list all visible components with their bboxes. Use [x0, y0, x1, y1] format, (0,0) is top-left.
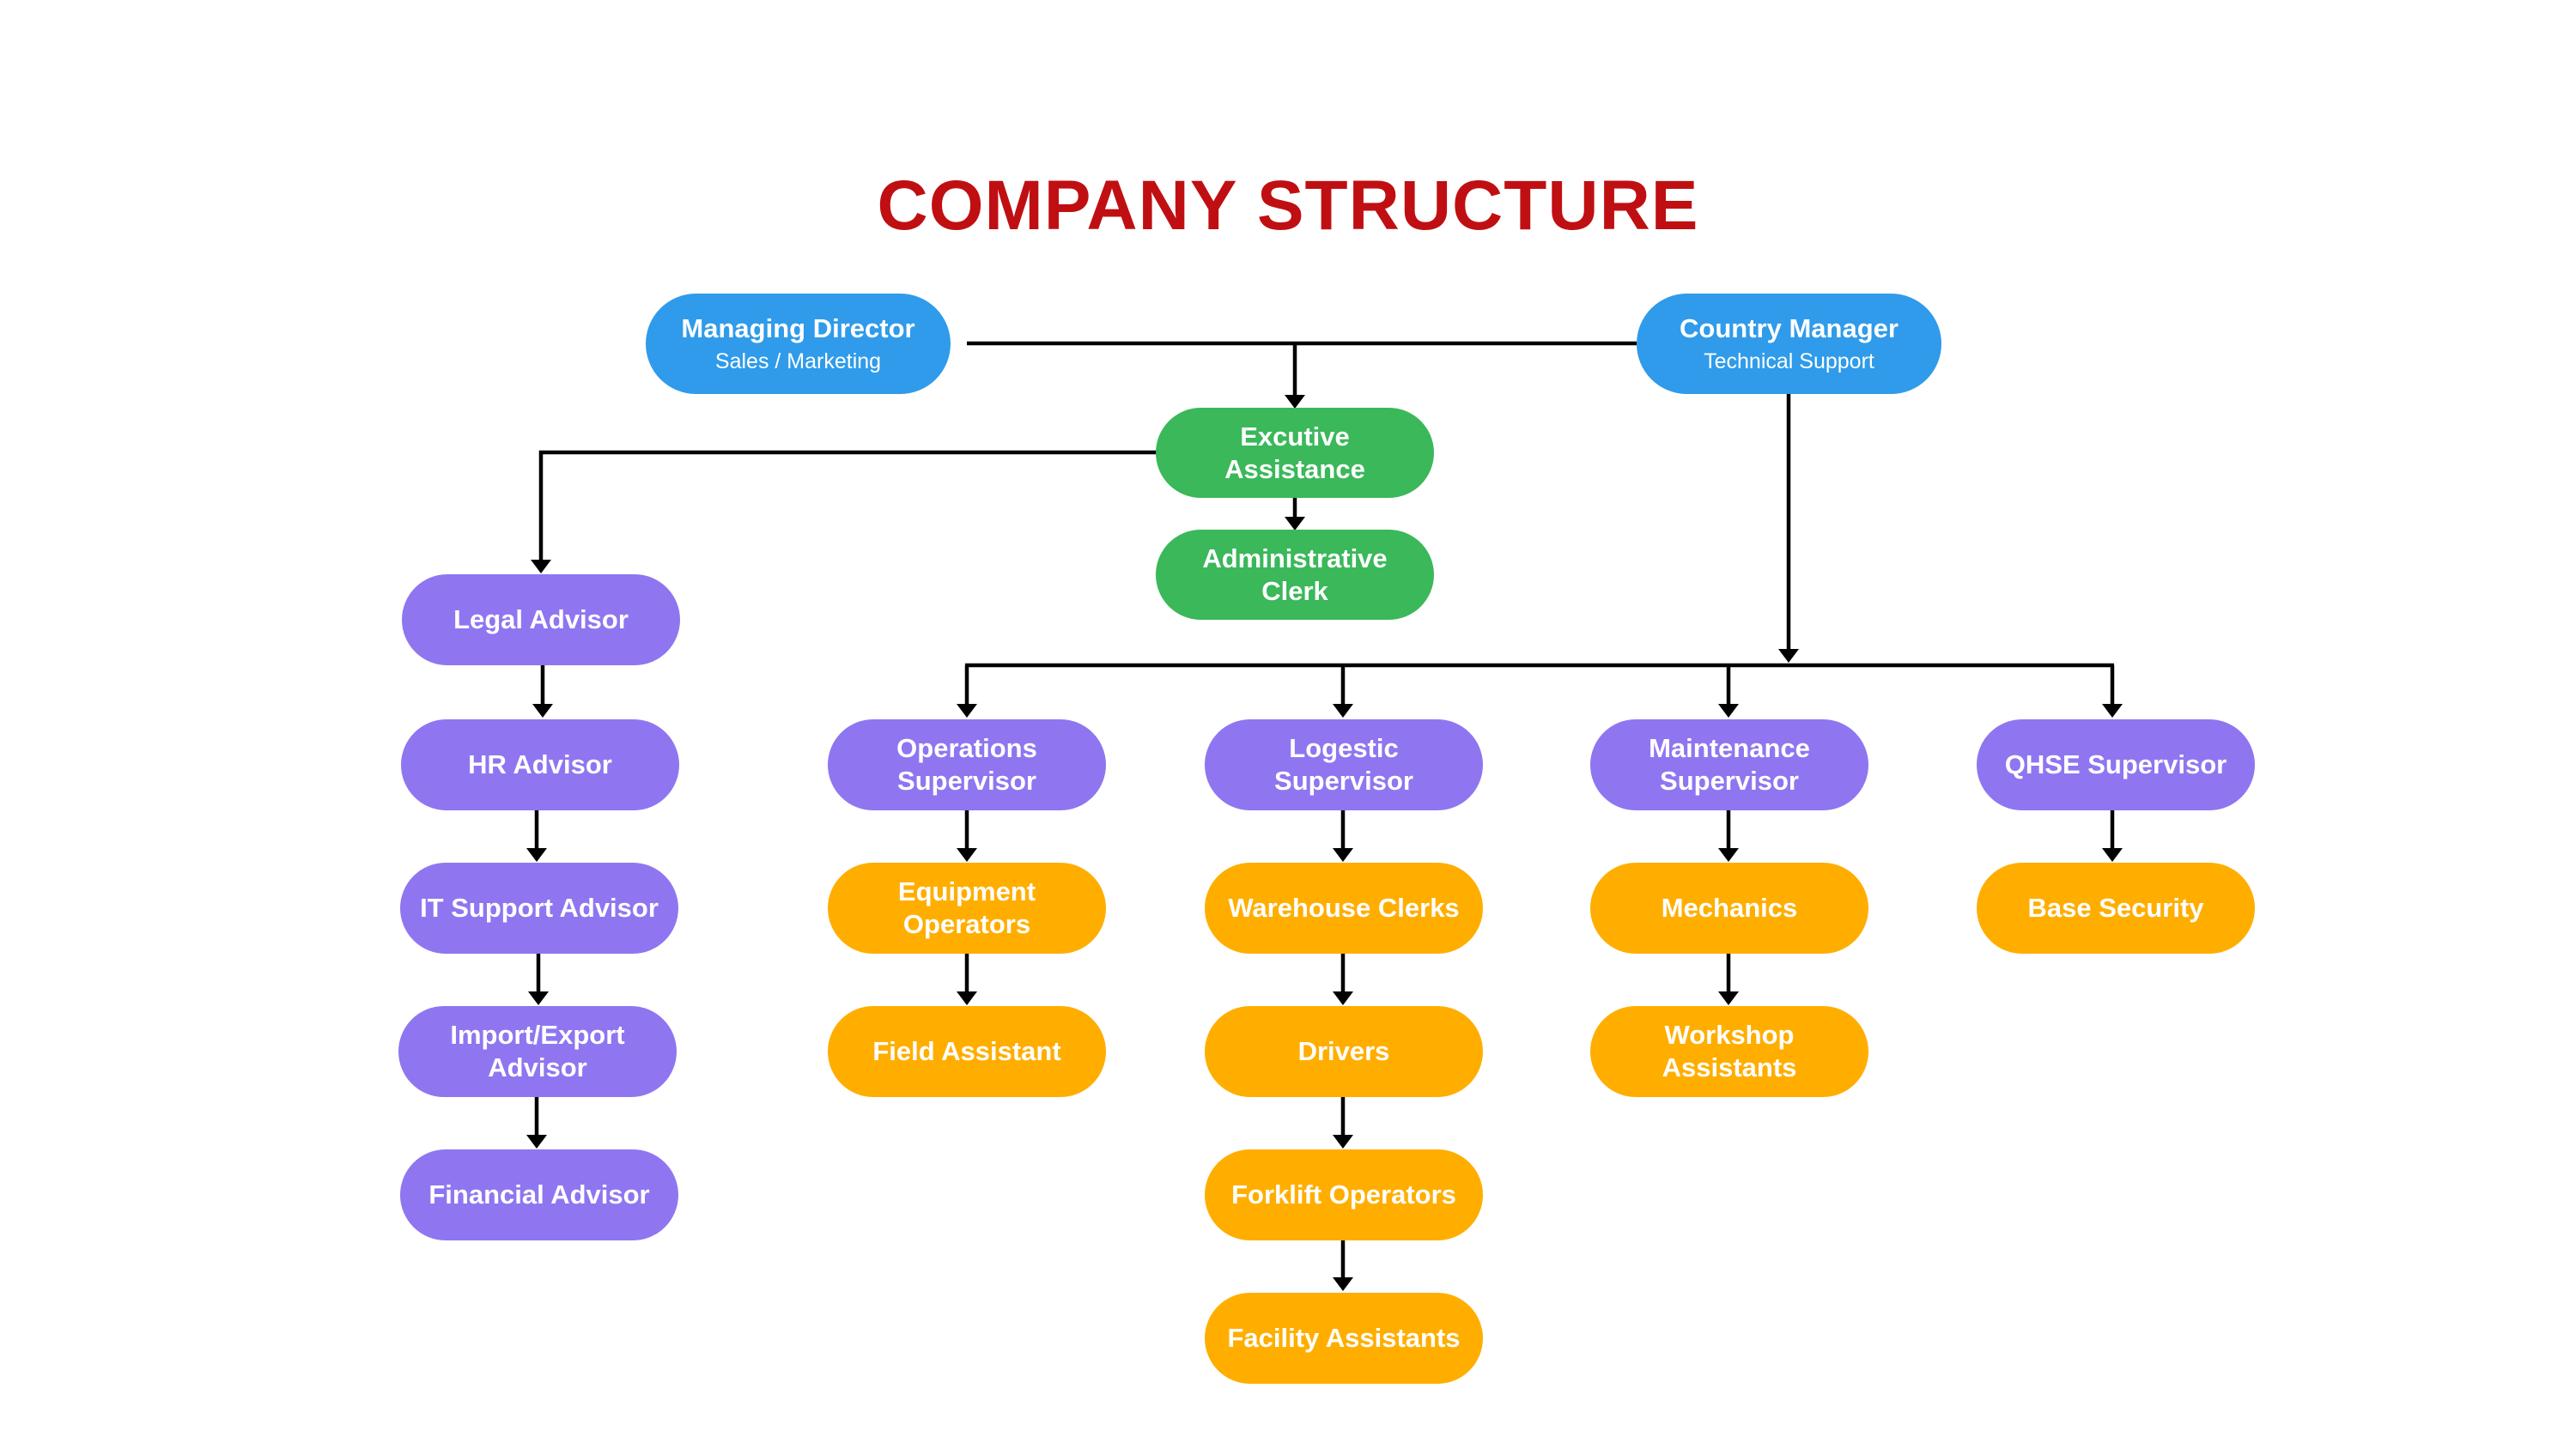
node-sublabel: Sales / Marketing — [714, 349, 882, 373]
node-label: Drivers — [1297, 1036, 1390, 1066]
arrowhead — [528, 991, 549, 1005]
node-country-manager: Country Manager Technical Support — [1637, 294, 1941, 394]
node-administrative-clerk: Administrative Clerk — [1156, 530, 1434, 620]
arrowhead — [531, 560, 551, 573]
node-label: Operations Supervisor — [896, 733, 1037, 796]
node-equipment-operators: Equipment Operators — [828, 863, 1106, 954]
node-label: Financial Advisor — [428, 1179, 650, 1210]
arrowhead — [1718, 848, 1739, 862]
node-label: Maintenance Supervisor — [1649, 733, 1810, 796]
node-managing-director: Managing Director Sales / Marketing — [646, 294, 951, 394]
arrowhead — [957, 991, 977, 1005]
node-label: Equipment Operators — [897, 876, 1036, 939]
arrowhead — [1333, 1277, 1353, 1291]
arrowhead — [1285, 395, 1305, 409]
node-drivers: Drivers — [1205, 1006, 1483, 1097]
arrowhead — [1718, 991, 1739, 1005]
node-label: Administrative Clerk — [1202, 543, 1388, 606]
node-label: Warehouse Clerks — [1228, 893, 1460, 923]
node-label: Base Security — [2027, 893, 2204, 923]
arrowhead — [1778, 649, 1799, 663]
node-import-export-advisor: Import/Export Advisor — [398, 1006, 677, 1097]
node-it-support-advisor: IT Support Advisor — [400, 863, 678, 954]
node-label: Workshop Assistants — [1662, 1020, 1797, 1082]
node-label: Legal Advisor — [453, 604, 629, 634]
node-label: Country Manager — [1680, 312, 1899, 343]
arrowhead — [1333, 704, 1353, 718]
node-logestic-supervisor: Logestic Supervisor — [1205, 719, 1483, 810]
node-maintenance-supervisor: Maintenance Supervisor — [1590, 719, 1868, 810]
node-executive-assistance: Excutive Assistance — [1156, 408, 1434, 498]
arrowhead — [957, 848, 977, 862]
arrowhead — [526, 1135, 547, 1149]
arrowhead — [1718, 704, 1739, 718]
node-warehouse-clerks: Warehouse Clerks — [1205, 863, 1483, 954]
node-sublabel: Technical Support — [1704, 349, 1874, 373]
arrowhead — [1285, 517, 1305, 530]
node-label: Managing Director — [681, 312, 915, 343]
node-qhse-supervisor: QHSE Supervisor — [1977, 719, 2255, 810]
arrowhead — [1333, 1135, 1353, 1149]
arrowhead — [2102, 848, 2123, 862]
chart-title: COMPANY STRUCTURE — [877, 167, 1699, 245]
node-mechanics: Mechanics — [1590, 863, 1868, 954]
node-legal-advisor: Legal Advisor — [402, 574, 680, 665]
node-label: Mechanics — [1661, 893, 1798, 923]
node-label: HR Advisor — [468, 749, 612, 779]
arrow-to-legal-advisor — [538, 450, 1159, 561]
node-label: Field Assistant — [872, 1036, 1061, 1066]
node-label: Excutive Assistance — [1224, 421, 1365, 484]
node-forklift-operators: Forklift Operators — [1205, 1149, 1483, 1240]
node-facility-assistants: Facility Assistants — [1205, 1293, 1483, 1384]
node-field-assistant: Field Assistant — [828, 1006, 1106, 1097]
node-workshop-assistants: Workshop Assistants — [1590, 1006, 1868, 1097]
node-label: Facility Assistants — [1227, 1323, 1461, 1353]
arrowhead — [1333, 848, 1353, 862]
node-label: Forklift Operators — [1231, 1179, 1456, 1210]
node-operations-supervisor: Operations Supervisor — [828, 719, 1106, 810]
node-financial-advisor: Financial Advisor — [400, 1149, 678, 1240]
arrowhead — [1333, 991, 1353, 1005]
arrowhead — [526, 848, 547, 862]
arrowhead — [957, 704, 977, 718]
node-label: Import/Export Advisor — [450, 1020, 625, 1082]
node-label: QHSE Supervisor — [2004, 749, 2227, 779]
arrowhead — [532, 704, 553, 718]
node-hr-advisor: HR Advisor — [401, 719, 679, 810]
arrowhead — [2102, 704, 2123, 718]
node-label: Logestic Supervisor — [1274, 733, 1413, 796]
node-base-security: Base Security — [1977, 863, 2255, 954]
node-label: IT Support Advisor — [420, 893, 659, 923]
